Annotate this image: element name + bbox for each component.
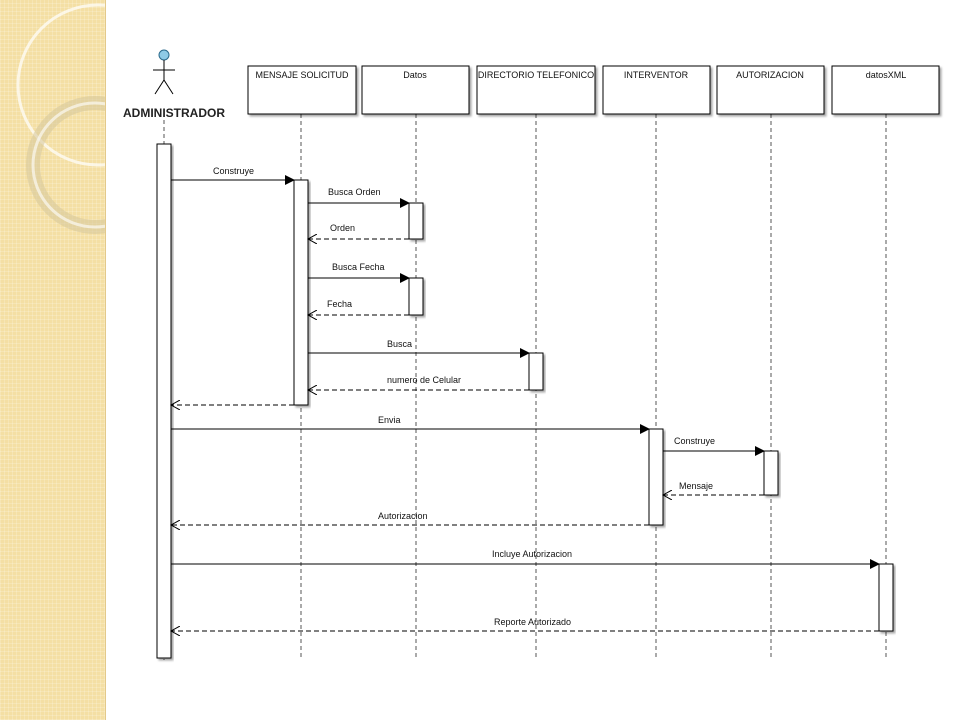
lifeline-header-box	[247, 65, 357, 115]
message-autorizacion-return: Autorizacion	[171, 511, 649, 525]
message-label: Construye	[674, 436, 715, 446]
actor-activation	[156, 143, 172, 659]
message-label: Envia	[378, 415, 401, 425]
activation-directorio	[528, 352, 544, 391]
message-reporte-autorizado-return: Reporte Autorizado	[171, 617, 879, 631]
lifeline-interventor: INTERVENTOR	[602, 65, 711, 660]
message-label: Busca	[387, 339, 412, 349]
message-busca: Busca	[308, 339, 530, 358]
message-mensaje-return: Mensaje	[663, 481, 764, 495]
message-label: Orden	[330, 223, 355, 233]
actor-leg-left	[154, 79, 165, 95]
lifeline-header-box	[476, 65, 596, 115]
decorative-side-panel	[0, 0, 180, 720]
message-orden-return: Orden	[308, 223, 409, 239]
message-busca-fecha: Busca Fecha	[308, 262, 410, 283]
activation-datos-orden	[408, 202, 424, 240]
message-label: Reporte Autorizado	[494, 617, 571, 627]
activation-autorizacion	[763, 450, 779, 496]
actor-name: ADMINISTRADOR	[123, 106, 225, 120]
message-envia: Envia	[171, 415, 650, 434]
message-numero-celular-return: numero de Celular	[308, 375, 529, 390]
message-label: numero de Celular	[387, 375, 461, 385]
activation-datosxml	[878, 563, 894, 632]
message-label: Incluye Autorizacion	[492, 549, 572, 559]
message-incluye-autorizacion: Incluye Autorizacion	[171, 549, 880, 569]
actor-leg-right	[163, 79, 174, 95]
message-construye-mensaje: Construye	[171, 166, 295, 185]
message-label: Fecha	[327, 299, 352, 309]
lifeline-autorizacion: AUTORIZACION	[716, 65, 825, 660]
actor-head	[158, 49, 170, 61]
message-fecha-return: Fecha	[308, 299, 409, 315]
lifeline-header-box	[602, 65, 711, 115]
activation-datos-fecha	[408, 277, 424, 316]
message-busca-orden: Busca Orden	[308, 187, 410, 208]
message-construye-autorizacion: Construye	[663, 436, 765, 456]
message-label: Autorizacion	[378, 511, 428, 521]
lifeline-header-box	[716, 65, 825, 115]
actor-administrador: ADMINISTRADOR	[123, 49, 225, 660]
message-label: Construye	[213, 166, 254, 176]
lifeline-datos: Datos	[361, 65, 470, 660]
lifeline-label: MENSAJE SOLICITUD	[255, 70, 349, 80]
message-label: Mensaje	[679, 481, 713, 491]
message-label: Busca Fecha	[332, 262, 385, 272]
lifeline-label: Datos	[403, 70, 427, 80]
lifeline-label: INTERVENTOR	[624, 70, 689, 80]
message-label: Busca Orden	[328, 187, 381, 197]
lifeline-label: datosXML	[866, 70, 907, 80]
activation-mensaje	[293, 179, 309, 406]
activation-interventor	[648, 428, 664, 526]
lifeline-label: AUTORIZACION	[736, 70, 804, 80]
lifeline-header-box	[361, 65, 470, 115]
lifeline-header-box	[831, 65, 940, 115]
lifeline-label: DIRECTORIO TELEFONICO	[478, 70, 594, 80]
